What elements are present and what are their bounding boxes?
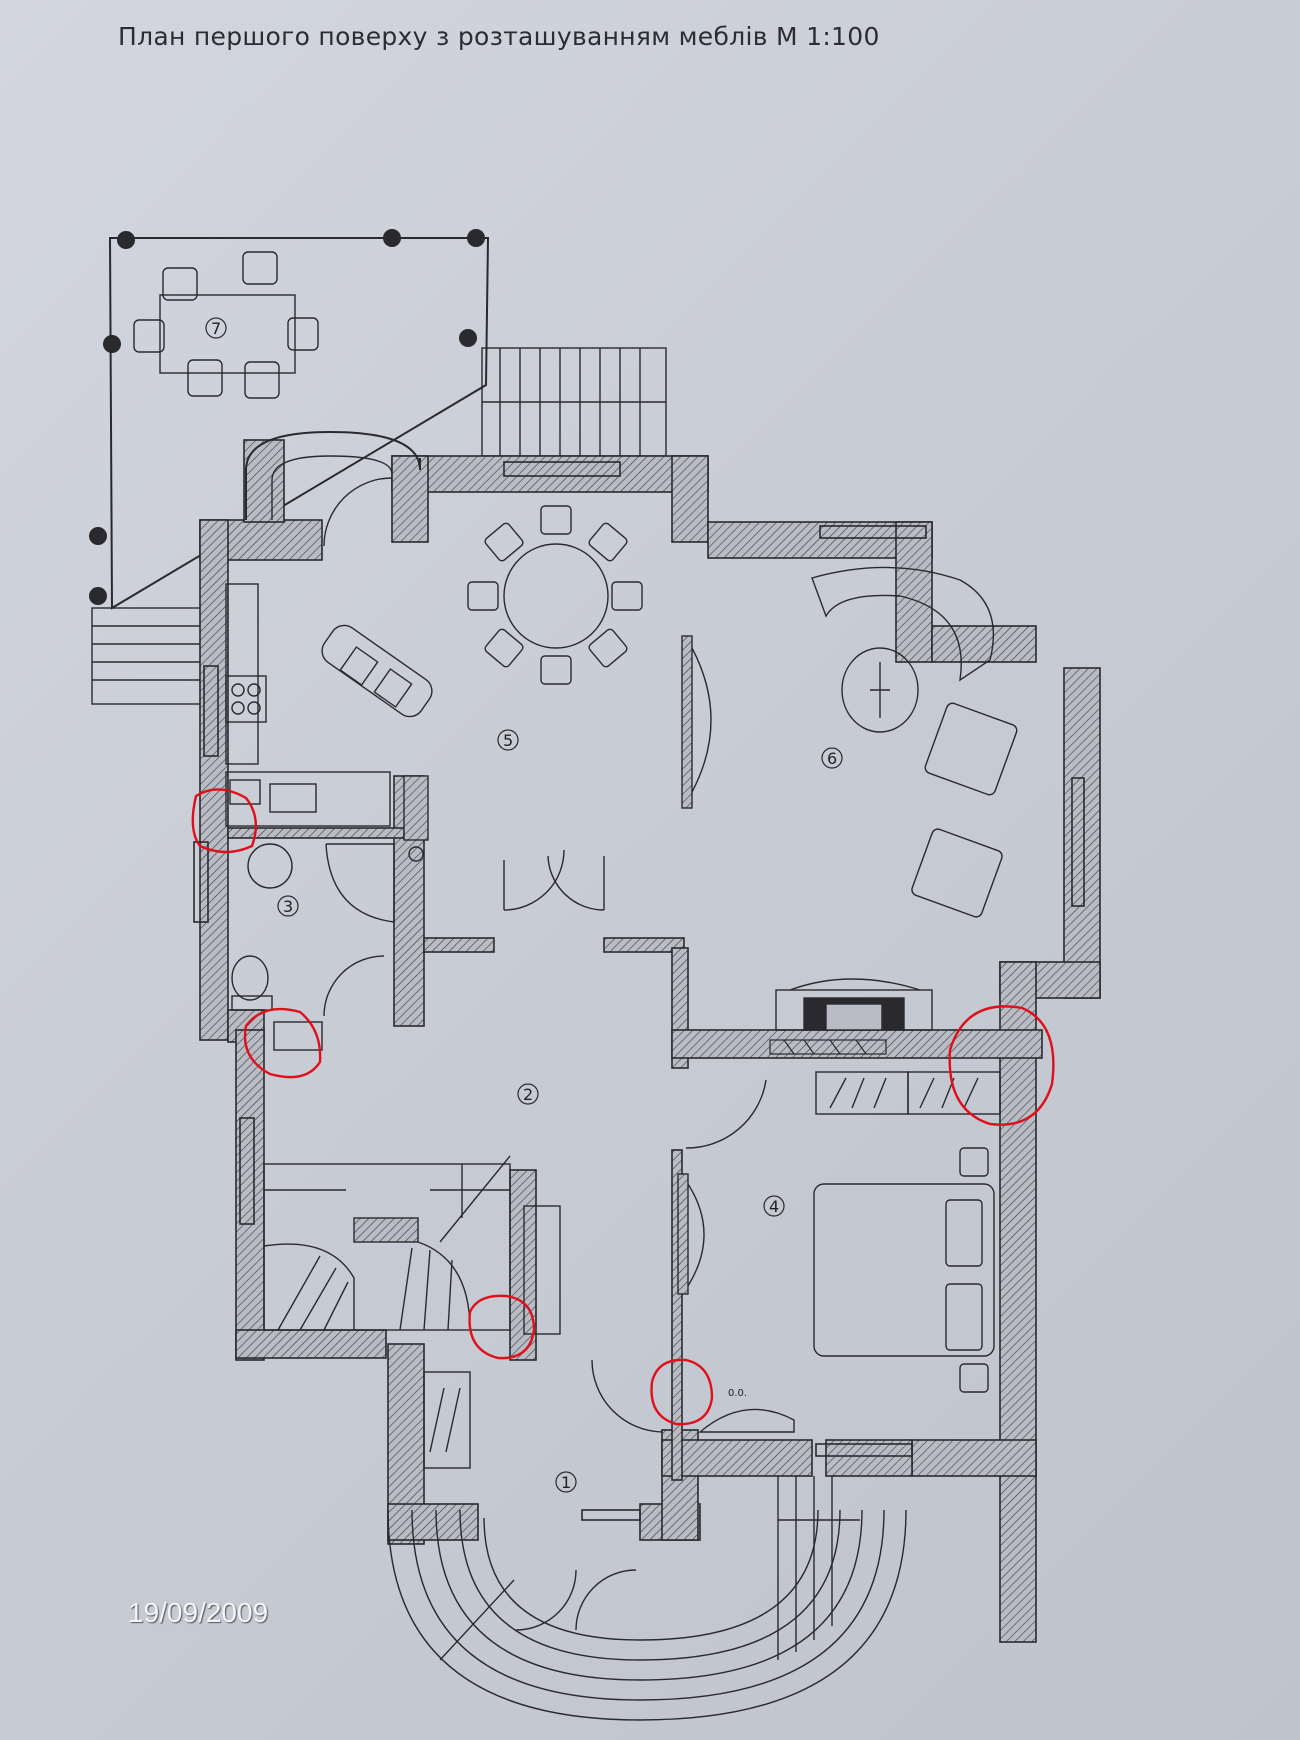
svg-text:7: 7 xyxy=(211,319,221,338)
kitchen-counter xyxy=(225,583,429,862)
room-3-label: 3 xyxy=(277,895,299,917)
svg-text:3: 3 xyxy=(283,897,293,916)
svg-text:4: 4 xyxy=(769,1197,779,1216)
fireplace xyxy=(775,978,933,1031)
date-stamp: 19/09/2009 xyxy=(128,1597,269,1628)
bed xyxy=(813,1147,995,1393)
annotation-circle-bath xyxy=(243,1007,322,1079)
room-6-label: 6 xyxy=(821,747,843,769)
annotation-circle-door xyxy=(650,1358,714,1426)
entrance-bay xyxy=(245,430,421,520)
exterior-walls xyxy=(199,439,1101,1643)
shelf-label: 0.0. xyxy=(728,1388,747,1399)
windows xyxy=(193,461,1085,1521)
bedroom-tv xyxy=(677,1173,705,1295)
annotation-circle-kitchen xyxy=(191,788,258,854)
room-1-label: 1 xyxy=(555,1471,577,1493)
back-stairs xyxy=(481,347,667,457)
red-annotations xyxy=(191,788,1055,1426)
svg-text:1: 1 xyxy=(561,1473,571,1492)
room-7-label: 7 xyxy=(205,317,227,339)
annotation-circle-stair xyxy=(468,1294,536,1360)
plan-title: План першого поверху з розташуванням меб… xyxy=(118,22,880,51)
svg-text:5: 5 xyxy=(503,731,513,750)
door-swings xyxy=(323,477,767,1631)
sofa-room5 xyxy=(321,624,433,718)
dresser xyxy=(698,1408,795,1433)
main-stair xyxy=(263,1155,561,1335)
front-porch xyxy=(387,1476,907,1721)
svg-text:2: 2 xyxy=(523,1085,533,1104)
living-furniture xyxy=(811,566,1018,918)
side-stairs xyxy=(91,607,205,705)
terrace xyxy=(89,229,490,610)
annotation-circle-wardrobe xyxy=(948,1005,1055,1126)
wardrobes xyxy=(815,1071,1001,1115)
terrace-chairs xyxy=(133,251,319,399)
room-4-label: 4 xyxy=(763,1195,785,1217)
room-2-label: 2 xyxy=(517,1083,539,1105)
vestibule-closet xyxy=(423,1371,471,1469)
svg-text:6: 6 xyxy=(827,749,837,768)
room-5-label: 5 xyxy=(497,729,519,751)
tv-unit xyxy=(681,635,712,809)
room-labels: 1 2 3 4 5 6 7 xyxy=(205,317,843,1493)
dining-table xyxy=(467,505,643,685)
bathroom-fixtures xyxy=(231,843,395,1051)
shelving xyxy=(769,1039,887,1055)
